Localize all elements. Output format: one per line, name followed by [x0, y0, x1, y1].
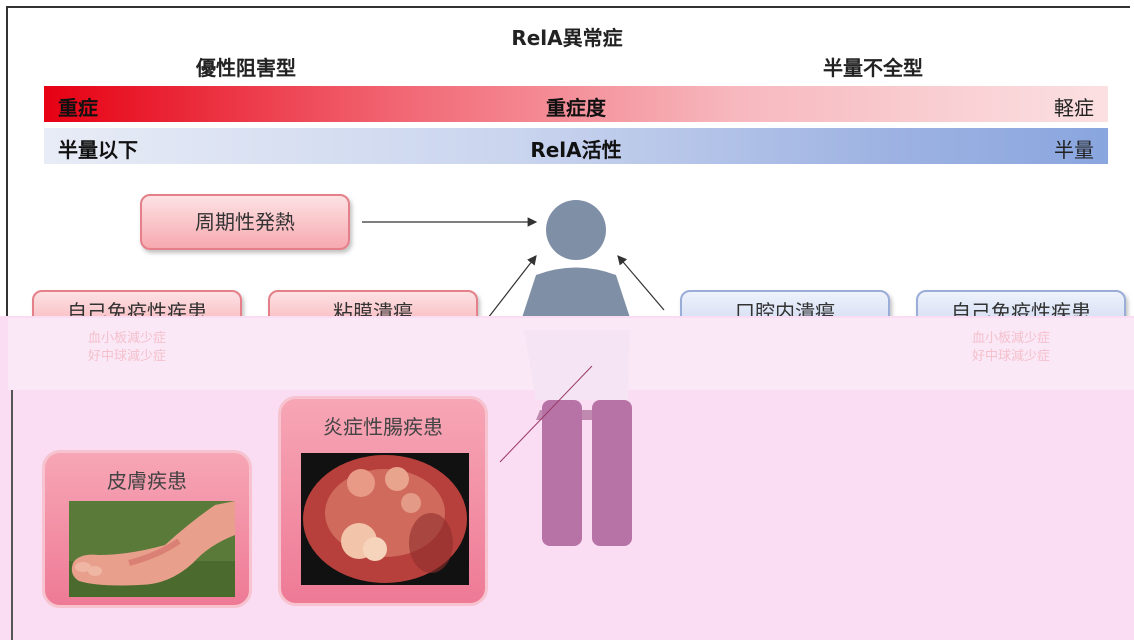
activity-center-label: RelA活性	[530, 138, 622, 162]
activity-right-label: 半量	[1054, 138, 1094, 162]
diagram-title: RelA異常症	[511, 26, 623, 50]
sublist-item: 好中球減少症	[972, 349, 1051, 364]
endoscopy-photo	[301, 453, 469, 585]
skin-photo	[69, 501, 235, 597]
activity-bar: 半量以下 RelA活性 半量	[44, 128, 1108, 164]
sublist-item: 血小板減少症	[88, 331, 167, 346]
activity-left-label: 半量以下	[58, 138, 138, 162]
ibd-label: 炎症性腸疾患	[323, 415, 443, 439]
periodic-fever-box: 周期性発熱	[140, 194, 350, 250]
periodic-fever-label: 周期性発熱	[195, 210, 295, 234]
ibd-box: 炎症性腸疾患	[278, 396, 488, 606]
skin-disease-label: 皮膚疾患	[107, 469, 187, 493]
severity-left-label: 重症	[58, 96, 98, 120]
severity-bar: 重症 重症度 軽症	[44, 86, 1108, 122]
severity-right-label: 軽症	[1054, 96, 1094, 120]
skin-disease-box: 皮膚疾患	[42, 450, 252, 608]
severity-center-label: 重症度	[546, 96, 606, 120]
autoimmune-left-sublist: 血小板減少症 好中球減少症	[88, 330, 166, 366]
autoimmune-right-sublist: 血小板減少症 好中球減少症	[972, 330, 1050, 366]
sublist-item: 血小板減少症	[972, 331, 1051, 346]
sublist-item: 好中球減少症	[88, 349, 167, 364]
right-type-label: 半量不全型	[823, 56, 923, 80]
left-type-label: 優性阻害型	[196, 56, 296, 80]
frame-line	[11, 390, 13, 640]
